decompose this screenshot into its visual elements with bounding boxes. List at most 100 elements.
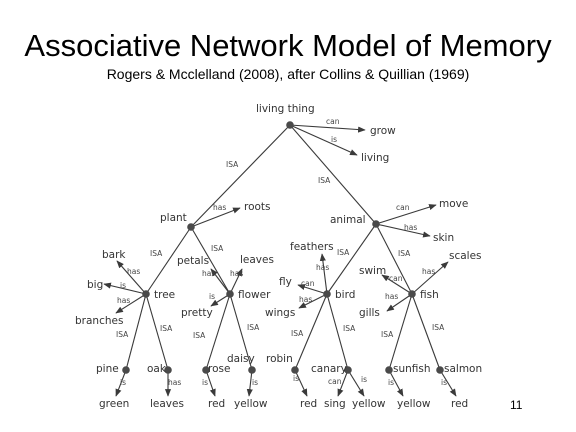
prop-move: move (439, 198, 468, 210)
rel-has: has (299, 295, 312, 304)
node-dot-animal (372, 220, 380, 228)
slide-title: Associative Network Model of Memory (24, 28, 552, 63)
prop-bark: bark (102, 249, 126, 261)
edge-fish-salmon (411, 293, 441, 371)
prop-swim: swim (359, 265, 386, 277)
node-canary: canary (311, 363, 347, 375)
node-dot-daisy (248, 366, 256, 374)
rel-is: is (388, 378, 394, 387)
prop-sunfish-yellow: yellow (397, 398, 431, 410)
prop-living: living (361, 152, 389, 164)
rel-has: has (202, 269, 215, 278)
isa-edges (125, 124, 441, 371)
relation-labels: ISA ISA can is has can has ISA ISA ISA I… (116, 117, 447, 387)
node-tree: tree (154, 289, 175, 301)
rel-can: can (326, 117, 340, 126)
prop-canary-sing: sing (324, 398, 346, 410)
rel-has: has (230, 269, 243, 278)
rel-isa: ISA (398, 249, 411, 258)
edge-tree-pine (125, 293, 147, 371)
edge-flower-rose (205, 293, 231, 371)
edge-animal-bird (326, 223, 377, 295)
rel-isa: ISA (291, 329, 304, 338)
rel-has: has (316, 263, 329, 272)
rel-is: is (120, 378, 126, 387)
rel-is: is (361, 375, 367, 384)
node-dot-sunfish (385, 366, 393, 374)
slide-number: 11 (510, 398, 523, 412)
prop-robin-red: red (300, 398, 317, 410)
rel-isa: ISA (150, 249, 163, 258)
rel-has: has (385, 292, 398, 301)
node-dot-pine (122, 366, 130, 374)
node-dot-flower (226, 290, 234, 298)
node-dot-plant (187, 223, 195, 231)
rel-is: is (293, 374, 299, 383)
rel-isa: ISA (247, 323, 260, 332)
edge-plant-tree (145, 226, 192, 295)
prop-branches: branches (75, 315, 123, 327)
node-rose: rose (208, 363, 230, 375)
node-dot-canary (344, 366, 352, 374)
rel-can: can (389, 274, 403, 283)
node-robin: robin (266, 353, 293, 365)
prop-fly: fly (279, 276, 292, 288)
concept-labels: living thing plant animal tree flower bi… (96, 103, 482, 375)
prop-grow: grow (370, 125, 396, 137)
rel-has: has (422, 267, 435, 276)
rel-has: has (213, 203, 226, 212)
rel-isa: ISA (318, 176, 331, 185)
node-dot-tree (142, 290, 150, 298)
edge-flower-daisy (229, 293, 253, 371)
slide-subtitle: Rogers & Mcclelland (2008), after Collin… (106, 66, 470, 82)
prop-gills: gills (359, 307, 380, 319)
node-living-thing: living thing (256, 103, 315, 115)
edge-bird-robin (294, 293, 328, 371)
node-pine: pine (96, 363, 119, 375)
node-animal: animal (330, 214, 366, 226)
rel-isa: ISA (211, 244, 224, 253)
rel-is: is (252, 378, 258, 387)
rel-is: is (120, 281, 126, 290)
node-bird: bird (335, 289, 355, 301)
prop-pine-green: green (99, 398, 129, 410)
rel-is: is (331, 135, 337, 144)
rel-isa: ISA (160, 324, 173, 333)
node-oak: oak (147, 363, 167, 375)
rel-has: has (404, 223, 417, 232)
prop-skin: skin (433, 232, 454, 244)
node-flower: flower (238, 289, 271, 301)
node-fish: fish (420, 289, 439, 301)
prop-salmon-red: red (451, 398, 468, 410)
node-daisy: daisy (227, 353, 255, 365)
prop-rose-red: red (208, 398, 225, 410)
node-dot-rose (202, 366, 210, 374)
prop-canary-yellow: yellow (352, 398, 386, 410)
node-salmon: salmon (444, 363, 482, 375)
rel-isa: ISA (337, 248, 350, 257)
edge-fish-sunfish (388, 293, 413, 371)
edge-living-animal (289, 124, 377, 225)
node-sunfish: sunfish (393, 363, 431, 375)
edge-animal-fish (375, 223, 413, 295)
prop-daisy-yellow: yellow (234, 398, 268, 410)
rel-has: has (117, 296, 130, 305)
node-dot-salmon (436, 366, 444, 374)
rel-is: is (209, 292, 215, 301)
rel-has: has (127, 267, 140, 276)
rel-can: can (328, 377, 342, 386)
prop-roots: roots (244, 201, 271, 213)
rel-isa: ISA (381, 330, 394, 339)
rel-is: is (441, 378, 447, 387)
node-dot-oak (164, 366, 172, 374)
edge-living-plant (190, 124, 291, 228)
node-dots (122, 121, 444, 374)
prop-wings: wings (265, 307, 295, 319)
rel-isa: ISA (193, 331, 206, 340)
node-dot-fish (408, 290, 416, 298)
prop-petals: petals (177, 255, 209, 267)
prop-feathers: feathers (290, 241, 334, 253)
node-dot-bird (323, 290, 331, 298)
prop-scales: scales (449, 250, 482, 262)
